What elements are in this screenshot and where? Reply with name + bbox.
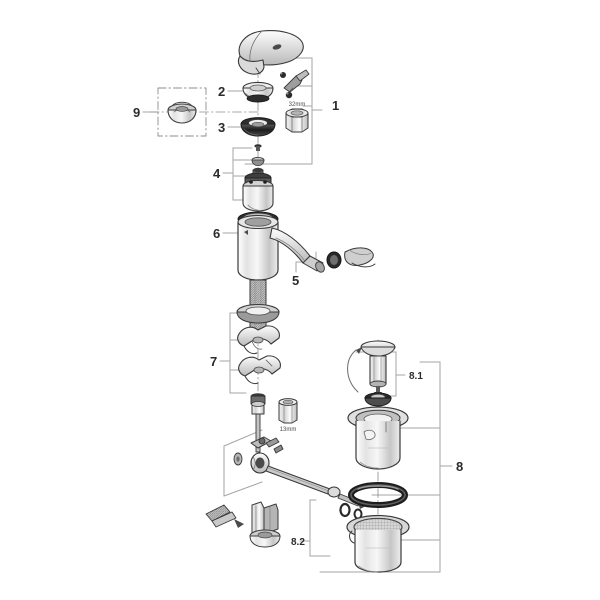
part-drain-strainer-lower — [346, 514, 410, 573]
part-popup-waste-plug — [347, 340, 396, 407]
part-cover-plug-detail — [157, 87, 207, 137]
part-drain-body-upper — [347, 406, 409, 470]
part-o-ring — [348, 482, 408, 508]
part-cap-ring — [242, 81, 274, 103]
part-hex-socket-32mm — [285, 108, 309, 133]
callout-4: 4 — [213, 166, 221, 181]
part-lift-rod-linkage — [233, 436, 366, 520]
part-connector-nut — [250, 393, 266, 415]
callout-9: 9 — [133, 105, 140, 120]
dimension-label-13mm: 13mm — [280, 427, 297, 433]
part-set-screw-and-plug — [205, 504, 244, 528]
callout-5: 5 — [292, 273, 299, 288]
callout-3: 3 — [218, 120, 225, 135]
dimension-label-32mm: 32mm — [289, 102, 306, 108]
part-cartridge-assembly — [242, 144, 274, 212]
callout-6: 6 — [213, 226, 220, 241]
part-aerator-mousseur — [326, 247, 376, 269]
part-grub-screw — [280, 72, 293, 99]
part-allen-key — [283, 69, 310, 93]
part-cap-nut — [240, 117, 276, 137]
callout-7: 7 — [210, 354, 217, 369]
callout-8-2: 8.2 — [291, 537, 305, 548]
part-socket-13mm — [278, 398, 298, 424]
part-lift-rod-knob-assembly — [249, 501, 281, 548]
part-handle-lever — [237, 30, 304, 75]
part-mounting-bracket-set — [236, 303, 281, 385]
callout-8-1: 8.1 — [409, 371, 423, 382]
callout-2: 2 — [218, 84, 225, 99]
callout-8: 8 — [456, 459, 463, 474]
callout-1: 1 — [332, 98, 339, 113]
